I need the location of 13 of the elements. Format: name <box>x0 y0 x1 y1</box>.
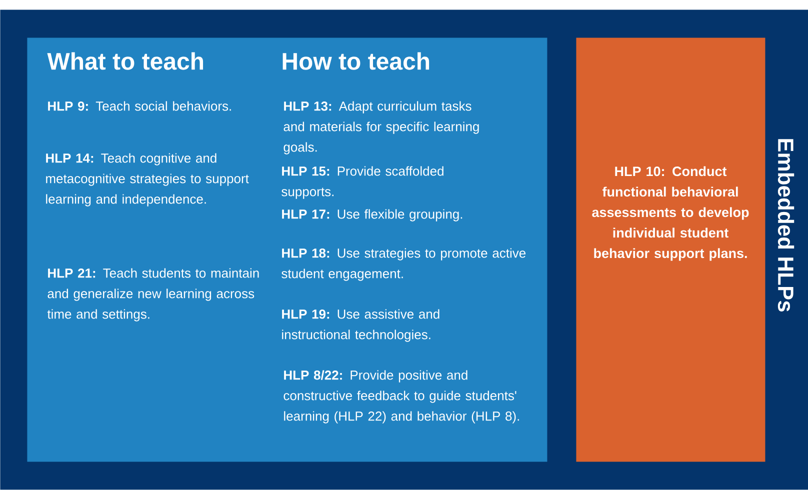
practice-text: HLP 8/22: Provide positive and constructive feedback to guide students' learning (HLP 22) and behavior (HLP 8). <box>284 370 519 424</box>
column-heading: What to teach <box>47 52 204 70</box>
practice-text: HLP 18: Use strategies to promote active student engagement. <box>282 248 526 281</box>
side-title: Embedded HLPs <box>778 139 794 312</box>
practice-text: HLP 19: Use assistive and instructional technologies. <box>282 309 440 342</box>
practice-text: HLP 13: Adapt curriculum tasks and materials for specific learning goals. <box>284 101 479 154</box>
practice-text: HLP 17: Use flexible grouping. <box>282 209 462 222</box>
column-heading: How to teach <box>282 52 430 70</box>
practice-text: HLP 21: Teach students to maintain and generalize new learning across time and settings. <box>47 268 259 322</box>
practice-text: HLP 9: Teach social behaviors. <box>48 101 231 111</box>
practice-text: HLP 15: Provide scaffolded supports. <box>282 166 444 199</box>
practice-text: HLP 10: Conduct functional behavioral assessments to develop individual student behavior support plans. <box>592 166 749 261</box>
practice-text: HLP 14: Teach cognitive and metacognitive strategies to support learning and independence. <box>46 153 249 206</box>
